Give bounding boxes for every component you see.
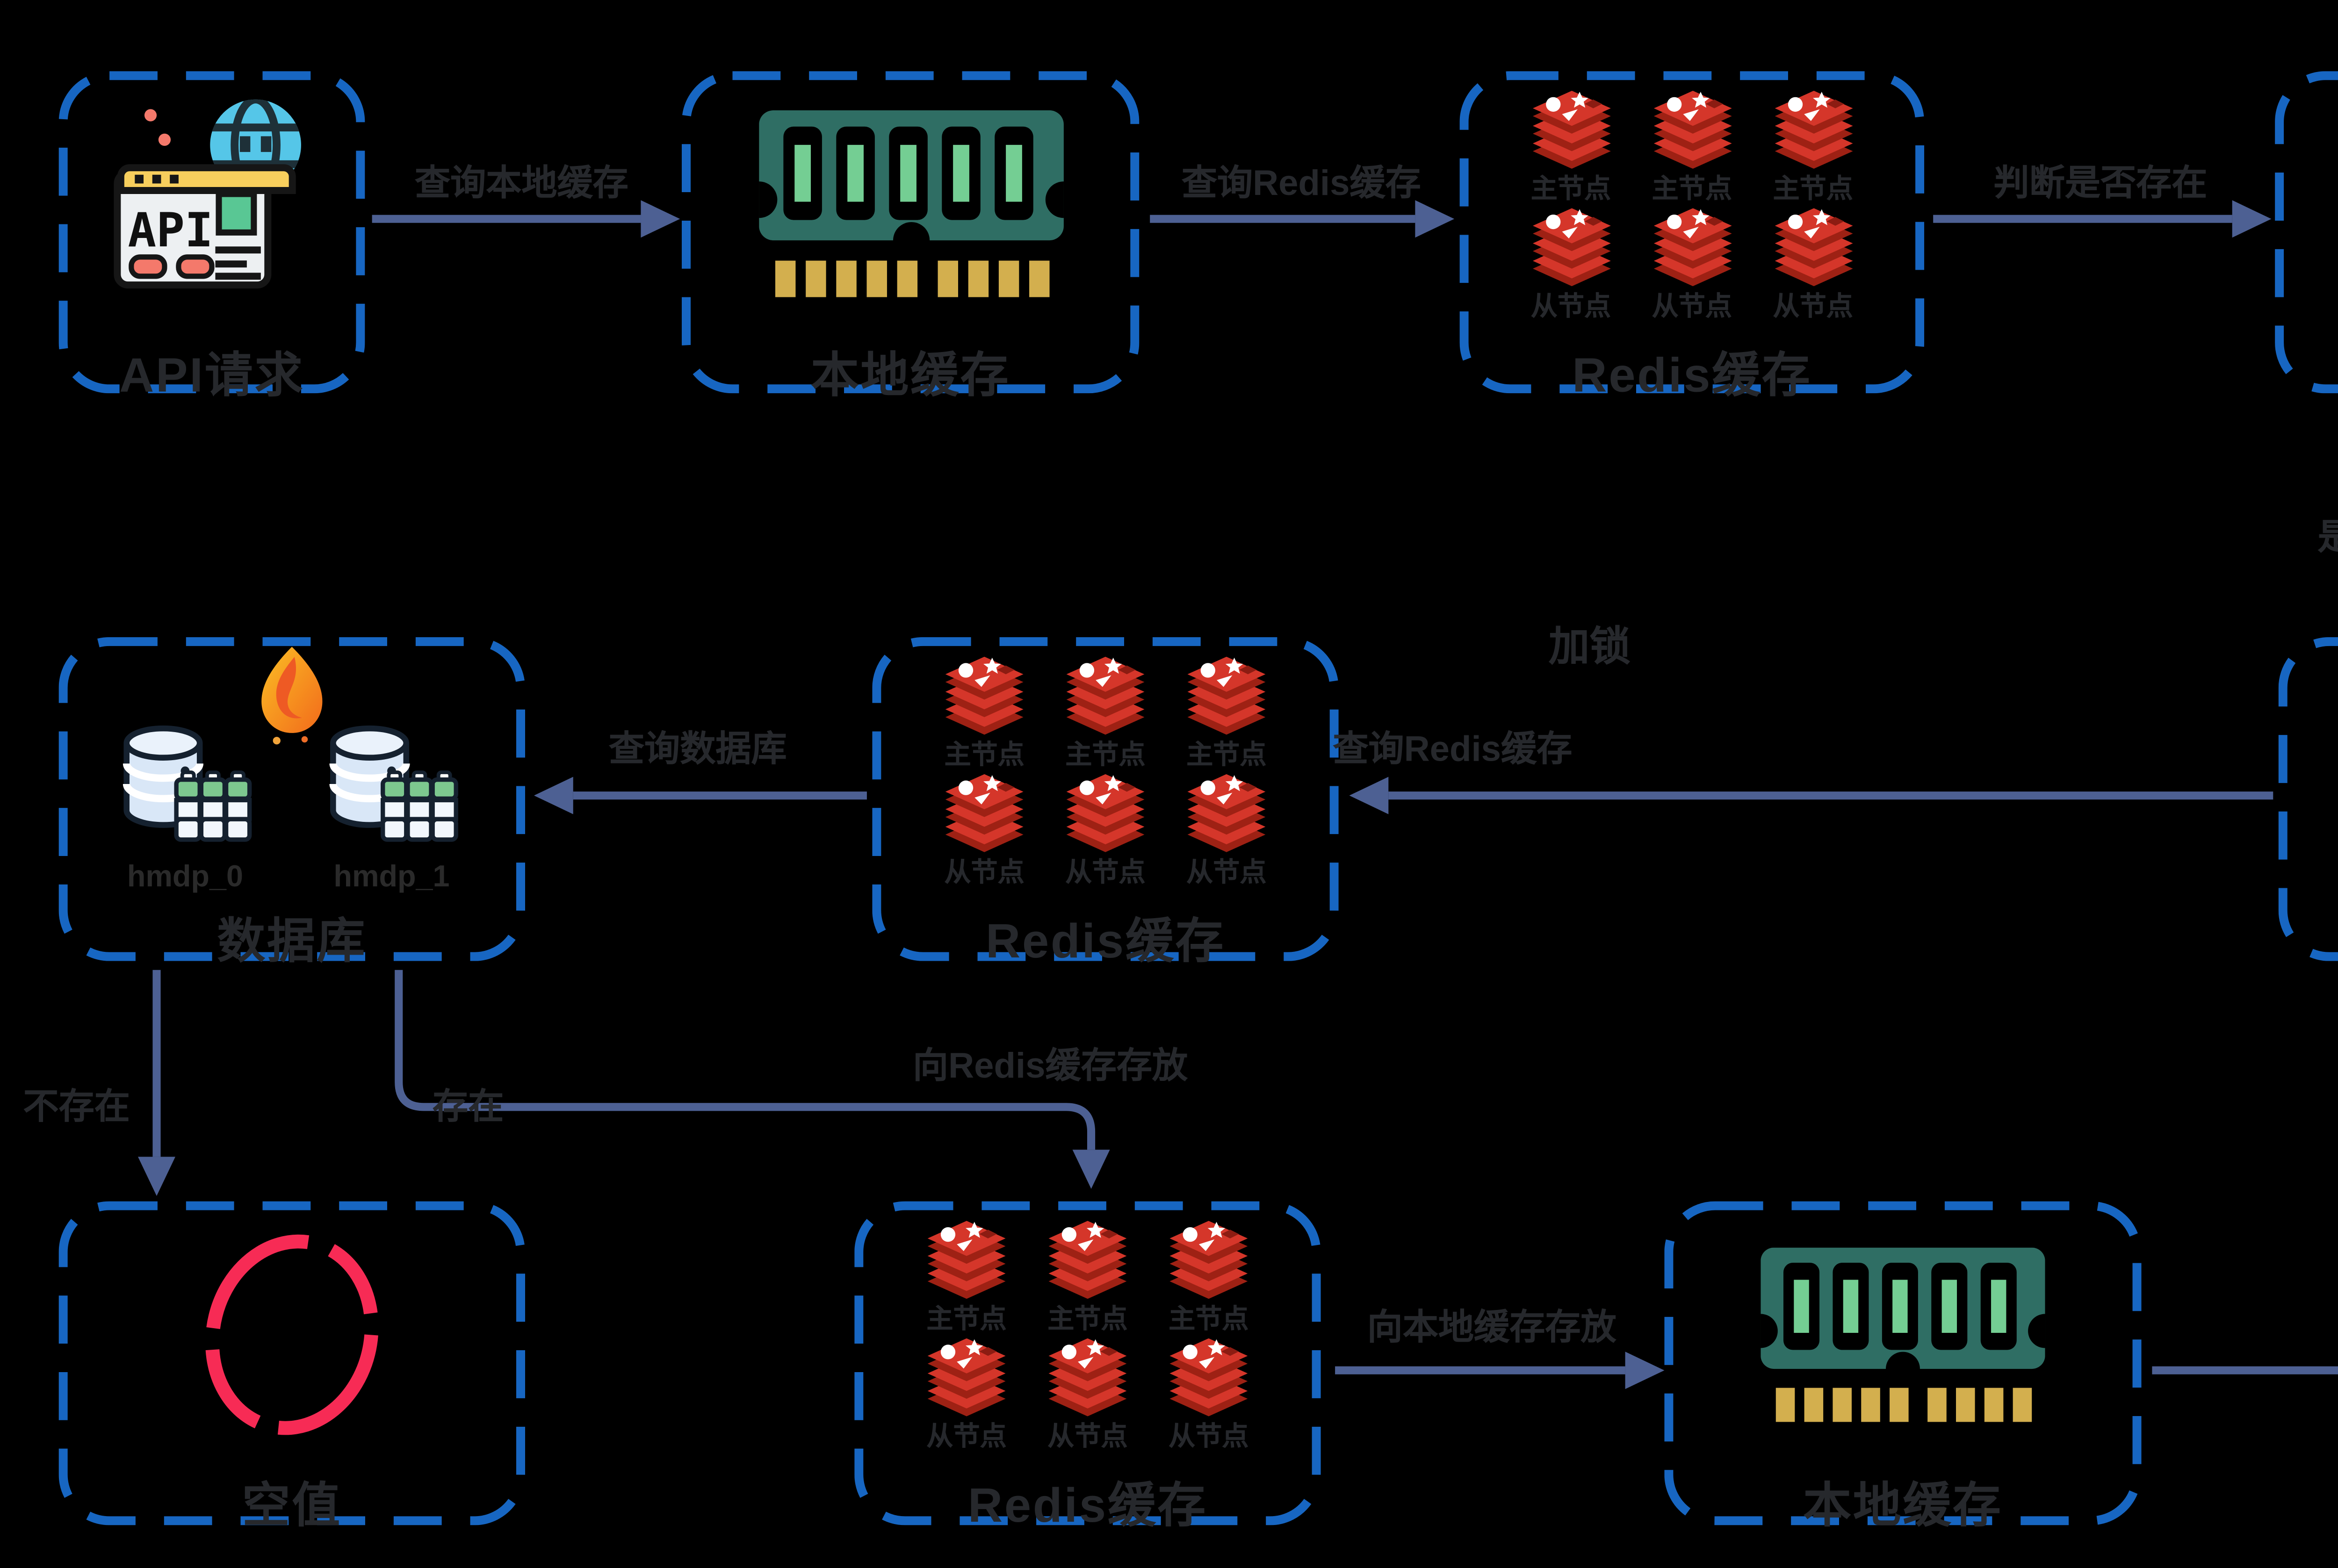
redis-stack-icon [1176,774,1276,856]
redis-stack-icon [917,1221,1017,1302]
redis-slave-label: 从节点 [1773,292,1853,323]
redis-stack-icon [1038,1338,1137,1420]
arrow-query-redis-middle-left [1349,777,2273,814]
node-label: 数据库 [217,914,367,968]
database-shard-1: hmdp_1 [306,723,477,895]
redis-stack-icon [935,774,1034,856]
arrow-not-exists-down [138,970,175,1196]
arrow-query-local-cache [372,200,680,238]
redis-stack-icon [935,657,1034,739]
node-api-request: API请求 [58,71,365,402]
redis-master-label: 主节点 [1773,174,1853,205]
redis-master-label: 主节点 [1047,1304,1128,1335]
redis-stack-icon [1159,1338,1258,1420]
redis-stack-icon [1159,1221,1258,1302]
node-label: 空值 [242,1479,342,1532]
node-redis-cache-top: 主节点 主节点 主节点 从节点 从节点 从节点 Redis缓存 [1459,71,1925,402]
redis-master-label: 主节点 [944,740,1025,771]
redis-master-label: 主节点 [1169,1304,1249,1335]
redis-slave-label: 从节点 [1186,857,1267,888]
redis-stack-icon [917,1338,1017,1420]
edge-label-query-redis-top: 查询Redis缓存 [1181,165,1421,204]
arrow-query-database-left [534,777,867,814]
shard-name: hmdp_0 [127,859,243,894]
redis-stack-icon [1642,208,1742,290]
edge-label-store-to-local: 向本地缓存存放 [1367,1309,1616,1348]
redis-stack-icon [1055,657,1155,739]
redis-slave-label: 从节点 [1065,857,1146,888]
redis-stack-icon [1055,774,1155,856]
ram-stick-icon [758,110,1064,297]
redis-slave-label: 从节点 [1652,292,1732,323]
edge-label-exists: 存在 [433,1088,504,1128]
arrow-store-local [1335,1352,1665,1389]
arrow-unlock-out [2152,1366,2338,1374]
broken-ellipse-icon [199,1230,384,1439]
redis-slave-label: 从节点 [1530,292,1611,323]
node-redis-cache-bottom: 主节点 主节点 主节点 从节点 从节点 从节点 Redis缓存 [854,1201,1321,1532]
node-local-cache-top: 本地缓存 [682,71,1140,402]
redis-master-label: 主节点 [1530,174,1611,205]
node-label: Redis缓存 [1572,349,1812,403]
node-null-value-middle: 空值 [2278,637,2338,961]
database-shard-0: hmdp_0 [100,723,270,895]
edge-label-query-database: 查询数据库 [608,730,787,770]
edge-label-check-exists: 判断是否存在 [1993,165,2208,204]
shard-name: hmdp_1 [333,859,450,894]
redis-master-label: 主节点 [926,1304,1007,1335]
node-null-value-bottom: 空值 [58,1201,526,1532]
node-local-cache-bottom: 本地缓存 [1664,1201,2142,1532]
node-bloom-filter: 布隆过滤器 [2275,71,2338,394]
node-label: Redis缓存 [985,914,1226,968]
arrow-check-exists [1933,200,2272,238]
edge-label-not-exists: 不存在 [23,1088,130,1128]
redis-slave-label: 从节点 [926,1422,1007,1453]
node-database: hmdp_0 hmdp_1 数据库 [58,637,525,968]
redis-stack-icon [1763,208,1863,290]
redis-slave-label: 从节点 [1169,1422,1249,1453]
edge-label-lock: 加锁 [1548,623,1631,669]
arrow-exists-elbow [395,970,1110,1189]
edge-label-is-null: 是否是空值 [2317,508,2338,560]
edge-label-store-to-redis: 向Redis缓存存放 [912,1047,1188,1087]
node-label: API请求 [119,349,304,403]
redis-stack-icon [1521,208,1621,290]
database-cylinder-table-icon [108,723,261,855]
redis-slave-label: 从节点 [944,857,1025,888]
arrow-query-redis-top [1150,200,1455,238]
redis-stack-icon [1038,1221,1137,1302]
node-label: 布隆过滤器 [2275,336,2338,405]
redis-stack-icon [1176,657,1276,739]
edge-label-query-local-cache: 查询本地缓存 [414,165,628,204]
node-label: Redis缓存 [967,1479,1208,1532]
redis-master-label: 主节点 [1652,174,1732,205]
node-label: 本地缓存 [810,349,1010,403]
redis-master-label: 主节点 [1065,740,1146,771]
ram-stick-icon [1761,1248,2045,1422]
redis-master-label: 主节点 [1186,740,1267,771]
redis-stack-icon [1642,91,1742,173]
edge-label-query-redis-middle: 查询Redis缓存 [1333,730,1573,770]
node-redis-cache-middle: 主节点 主节点 主节点 从节点 从节点 从节点 Redis缓存 [872,637,1339,968]
redis-stack-icon [1763,91,1863,173]
database-cylinder-table-icon [315,723,468,855]
browser-api-icon [107,89,317,299]
node-label: 空值 [2279,902,2338,971]
redis-slave-label: 从节点 [1047,1422,1128,1453]
redis-stack-icon [1521,91,1621,173]
node-label: 本地缓存 [1803,1479,2003,1532]
